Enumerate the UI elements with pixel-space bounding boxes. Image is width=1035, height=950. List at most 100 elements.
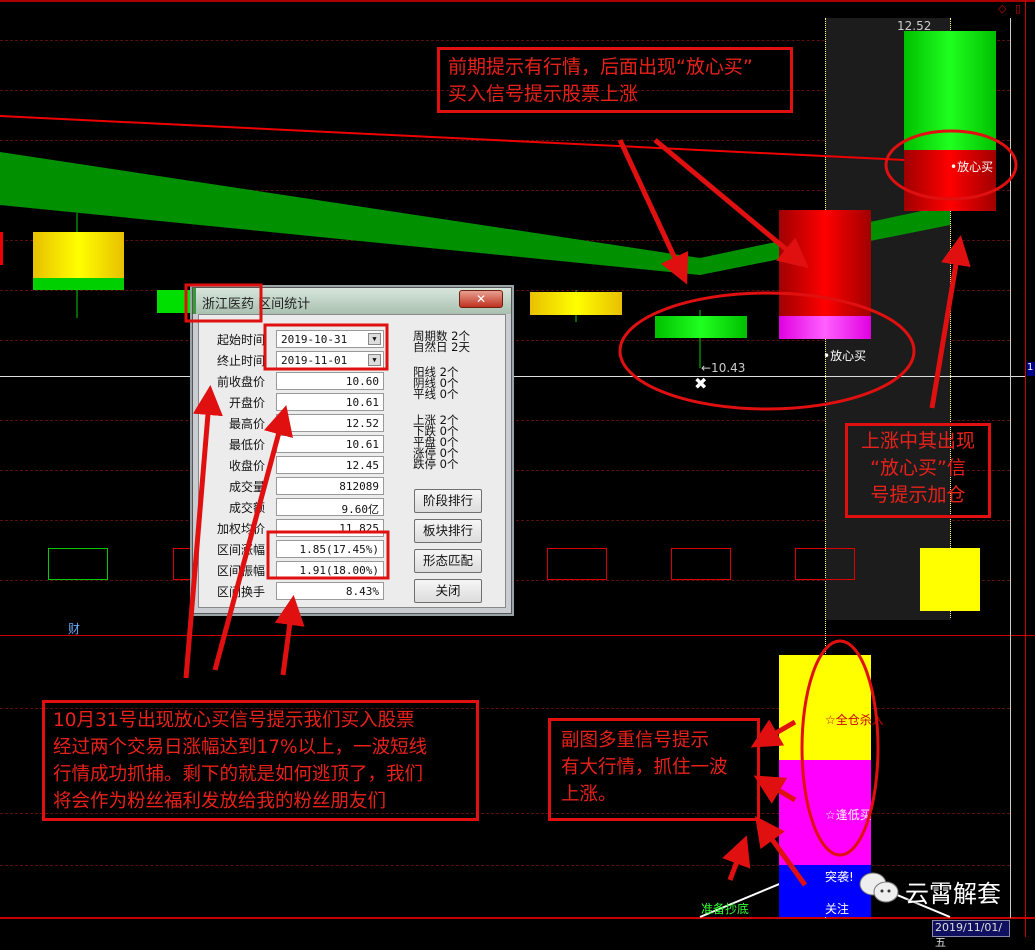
moving-average-band bbox=[0, 152, 950, 275]
volume-box-yellow bbox=[920, 548, 980, 611]
cursor-line bbox=[825, 18, 826, 918]
stat-label: 最低价 bbox=[228, 438, 265, 452]
sector-rank-button[interactable]: 板块排行 bbox=[414, 519, 482, 543]
annotation-right: 上涨中其出现 “放心买”信 号提示加仓 bbox=[845, 423, 991, 518]
stat-label: 收盘价 bbox=[228, 459, 265, 473]
chevron-down-icon[interactable]: ▼ bbox=[368, 354, 381, 366]
interval-stats-dialog: 浙江医药 区间统计 ✕ 起始时间 2019-10-31▼ 终止时间 2019-1… bbox=[192, 287, 512, 614]
highlight-rect bbox=[266, 530, 390, 580]
annotation-line: 行情成功抓捕。剩下的就是如何逃顶了，我们 bbox=[53, 764, 424, 785]
stat-label: 区间涨幅 bbox=[216, 543, 265, 557]
trend-line bbox=[0, 115, 906, 161]
start-time-select[interactable]: 2019-10-31 ▼ bbox=[276, 330, 384, 348]
stat-label: 前收盘价 bbox=[216, 375, 265, 389]
top-border bbox=[0, 0, 1035, 2]
price-high-label: 12.52 bbox=[897, 19, 932, 33]
stock-name: 浙江医药 bbox=[202, 297, 255, 312]
x-marker-icon: ✖ bbox=[694, 374, 708, 393]
stat-value: 812089 bbox=[276, 477, 384, 495]
stat-label: 最高价 bbox=[228, 417, 265, 431]
stat-up: 上涨 2个 bbox=[413, 413, 459, 427]
buy-signal-label: •放心买 bbox=[823, 349, 867, 363]
candle-signal-yellow bbox=[530, 292, 622, 315]
candle-signal-magenta bbox=[779, 316, 871, 339]
stat-value: 12.52 bbox=[276, 414, 384, 432]
stat-down: 下跌 0个 bbox=[413, 424, 459, 438]
annotation-line: 上涨中其出现 bbox=[860, 430, 975, 452]
candle-signal-yellow bbox=[33, 232, 124, 278]
annotation-line: 10月31号出现放心买信号提示我们买入股票 bbox=[53, 710, 415, 731]
end-time-label: 终止时间 bbox=[216, 354, 265, 368]
stat-label: 区间换手 bbox=[216, 585, 265, 599]
stat-natural-days: 自然日 2天 bbox=[413, 340, 470, 354]
dialog-title-bar[interactable]: 浙江医药 区间统计 bbox=[193, 288, 511, 314]
crosshair-horizontal bbox=[0, 376, 1025, 377]
highlight-ellipse bbox=[884, 129, 1018, 201]
prepare-bottom-label: 准备抄底 bbox=[701, 902, 750, 916]
sub-signal-yellow bbox=[779, 655, 871, 760]
candle-up bbox=[904, 150, 996, 211]
buy-signal-label: •放心买 bbox=[950, 160, 994, 174]
close-button[interactable]: 关闭 bbox=[414, 579, 482, 603]
chevron-down-icon[interactable]: ▼ bbox=[368, 333, 381, 345]
annotation-top: 前期提示有行情，后面出现“放心买” 买入信号提示股票上涨 bbox=[437, 47, 793, 113]
close-icon[interactable]: ✕ bbox=[459, 290, 503, 308]
volume-box bbox=[795, 548, 855, 580]
bottom-axis-line bbox=[0, 917, 1035, 919]
grid-line bbox=[0, 190, 1010, 191]
stat-yang: 阳线 2个 bbox=[413, 365, 459, 379]
volume-box bbox=[671, 548, 731, 580]
annotation-line: 有大行情，抓住一波 bbox=[561, 757, 728, 778]
stat-value: 10.61 bbox=[276, 393, 384, 411]
stat-yin: 阴线 0个 bbox=[413, 376, 459, 390]
pane-divider bbox=[0, 635, 1035, 636]
dialog-title: 区间统计 bbox=[258, 297, 311, 312]
diamond-icon[interactable]: ◇ bbox=[998, 2, 1007, 15]
axis-marker: 1 bbox=[1027, 362, 1035, 376]
stat-label: 开盘价 bbox=[228, 396, 265, 410]
panel-toggle-icon[interactable]: ▯ bbox=[1015, 2, 1022, 15]
stage-rank-button[interactable]: 阶段排行 bbox=[414, 489, 482, 513]
candle-down bbox=[157, 290, 193, 313]
highlight-rect bbox=[184, 283, 263, 323]
stat-value: 12.45 bbox=[276, 456, 384, 474]
annotation-line: “放心买”信 bbox=[870, 457, 966, 479]
watch-label: 关注 bbox=[825, 902, 850, 916]
stat-limit-up: 涨停 0个 bbox=[413, 446, 459, 460]
buy-dip-label: ☆逢低买 bbox=[825, 808, 872, 822]
breakout-label: 突袭! bbox=[825, 870, 854, 884]
cursor-line bbox=[950, 18, 951, 618]
watermark: 云霄解套 bbox=[905, 880, 1001, 908]
grid-line bbox=[0, 865, 1010, 866]
stat-limit-down: 跌停 0个 bbox=[413, 457, 459, 471]
annotation-bottom-left: 10月31号出现放心买信号提示我们买入股票 经过两个交易日涨幅达到17%以上，一… bbox=[42, 700, 479, 821]
stat-value: 9.60亿 bbox=[276, 498, 384, 516]
annotation-line: 前期提示有行情，后面出现“放心买” bbox=[448, 56, 753, 78]
annotation-line: 号提示加仓 bbox=[870, 484, 966, 506]
finance-marker[interactable]: 财 bbox=[68, 622, 81, 636]
stat-value: 1.85(17.45%) bbox=[276, 540, 384, 558]
stat-flat-line: 平线 0个 bbox=[413, 387, 459, 401]
grid-line bbox=[0, 708, 1010, 709]
grid-line bbox=[0, 813, 1010, 814]
highlight-rect bbox=[263, 323, 389, 371]
stat-value: 10.61 bbox=[276, 435, 384, 453]
annotation-bottom-mid: 副图多重信号提示 有大行情，抓住一波 上涨。 bbox=[548, 718, 760, 821]
start-time-value: 2019-10-31 bbox=[281, 333, 348, 346]
grid-line bbox=[0, 40, 1010, 41]
right-border bbox=[1025, 0, 1026, 937]
annotation-line: 经过两个交易日涨幅达到17%以上，一波短线 bbox=[53, 737, 428, 758]
stat-flat: 平盘 0个 bbox=[413, 435, 459, 449]
volume-box bbox=[48, 548, 108, 580]
stat-label: 成交量 bbox=[228, 480, 265, 494]
grid-line bbox=[0, 90, 1010, 91]
candle-down bbox=[655, 316, 747, 338]
annotation-arrows bbox=[183, 138, 971, 887]
price-low-label: ←10.43 bbox=[701, 361, 746, 375]
wechat-icon bbox=[859, 872, 899, 903]
highlight-ellipse bbox=[618, 291, 916, 411]
full-position-label: ☆全仓杀入 bbox=[825, 713, 884, 727]
pattern-match-button[interactable]: 形态匹配 bbox=[414, 549, 482, 573]
